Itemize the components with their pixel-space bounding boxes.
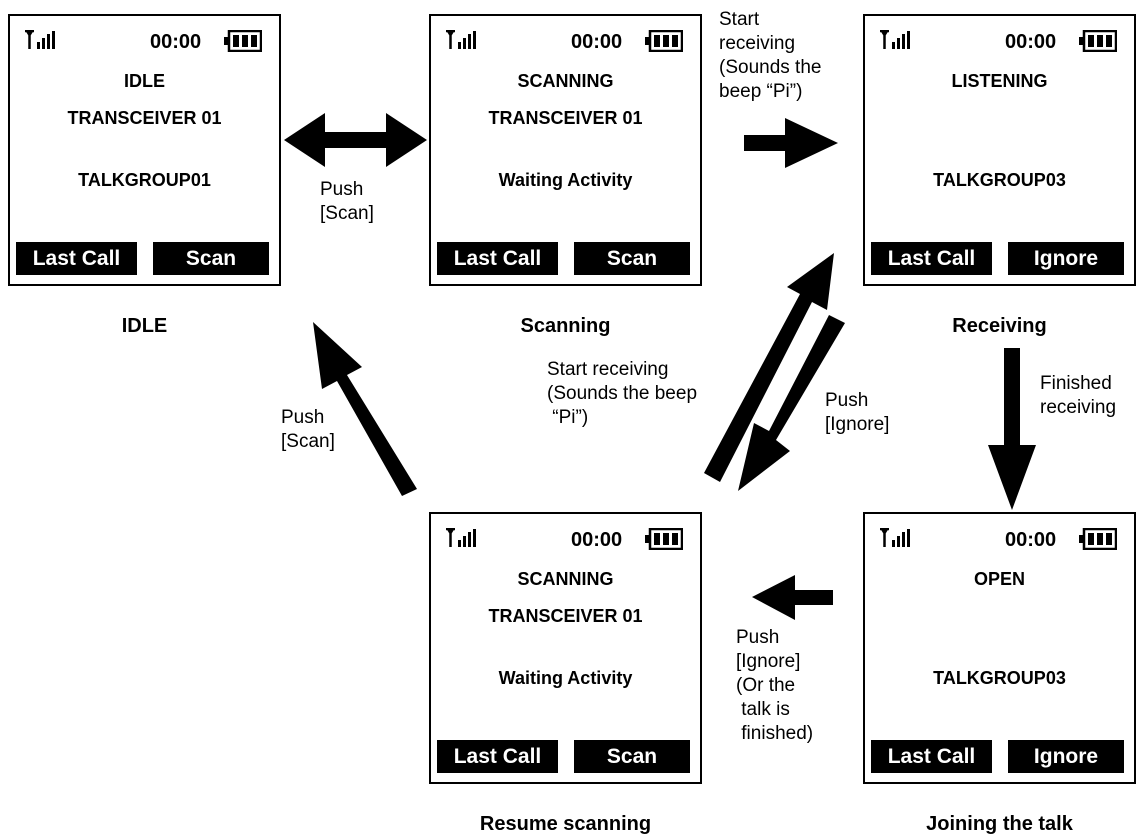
last-call-softkey[interactable]: Last Call [437, 242, 558, 275]
note-push-scan-left: Push [Scan] [281, 407, 335, 452]
arrow-resume-to-scanning [704, 253, 834, 482]
caption-resume-scanning: Resume scanning [479, 813, 652, 835]
battery-icon [1079, 528, 1117, 550]
last-call-softkey[interactable]: Last Call [437, 740, 558, 773]
last-call-softkey[interactable]: Last Call [871, 740, 992, 773]
note-push-ignore-bottom: Push [Ignore] (Or the talk is finished) [736, 627, 814, 744]
signal-strength-icon [880, 30, 910, 49]
activity-text: Waiting Activity [498, 668, 633, 688]
ignore-softkey[interactable]: Ignore [1008, 242, 1124, 275]
screen-idle: 00:00 IDLE TRANSCEIVER 01 TALKGROUP01 La… [8, 14, 281, 286]
note-push-ignore-mid: Push [Ignore] [825, 390, 890, 435]
battery-icon [1079, 30, 1117, 52]
double-arrow-idle-scanning [284, 113, 427, 167]
screen-status-text: SCANNING [517, 71, 614, 91]
screen-status-text: OPEN [973, 569, 1025, 589]
arrow-joining-to-resume [752, 575, 833, 620]
talkgroup-name: TALKGROUP03 [933, 668, 1066, 688]
last-call-softkey[interactable]: Last Call [16, 242, 137, 275]
arrow-receiving-to-joining [988, 348, 1036, 510]
battery-icon [645, 528, 683, 550]
clock: 00:00 [1005, 529, 1057, 551]
talkgroup-name: TALKGROUP03 [933, 170, 1066, 190]
screen-status-text: IDLE [123, 71, 165, 91]
clock: 00:00 [150, 31, 202, 53]
transceiver-name: TRANSCEIVER 01 [488, 606, 643, 626]
scan-softkey[interactable]: Scan [574, 242, 690, 275]
note-finished-receiving: Finished receiving [1040, 373, 1117, 418]
transceiver-name: TRANSCEIVER 01 [488, 108, 643, 128]
arrow-scanning-to-resume [738, 315, 845, 491]
screen-resume-scanning: 00:00 SCANNING TRANSCEIVER 01 Waiting Ac… [429, 512, 702, 784]
arrow-resume-to-idle [313, 322, 417, 496]
screen-status-text: LISTENING [951, 71, 1048, 91]
note-push-scan-top: Push [Scan] [320, 179, 374, 224]
battery-icon [224, 30, 262, 52]
last-call-softkey[interactable]: Last Call [871, 242, 992, 275]
clock: 00:00 [1005, 31, 1057, 53]
caption-idle: IDLE [121, 315, 168, 337]
screen-scanning: 00:00 SCANNING TRANSCEIVER 01 Waiting Ac… [429, 14, 702, 286]
note-start-receiving-top: Start receiving (Sounds the beep “Pi”) [719, 9, 822, 102]
arrow-scanning-to-receiving [744, 118, 838, 168]
screen-status-text: SCANNING [517, 569, 614, 589]
screen-joining: 00:00 OPEN TALKGROUP03 Last Call Ignore [863, 512, 1136, 784]
caption-joining-talk: Joining the talk [926, 813, 1073, 835]
scan-softkey[interactable]: Scan [574, 740, 690, 773]
caption-scanning: Scanning [520, 315, 611, 337]
battery-icon [645, 30, 683, 52]
signal-strength-icon [25, 30, 55, 49]
ignore-softkey[interactable]: Ignore [1008, 740, 1124, 773]
clock: 00:00 [571, 529, 623, 551]
signal-strength-icon [446, 30, 476, 49]
activity-text: Waiting Activity [498, 170, 633, 190]
transceiver-name: TRANSCEIVER 01 [67, 108, 222, 128]
clock: 00:00 [571, 31, 623, 53]
scan-softkey[interactable]: Scan [153, 242, 269, 275]
signal-strength-icon [880, 528, 910, 547]
screen-receiving: 00:00 LISTENING TALKGROUP03 Last Call Ig… [863, 14, 1136, 286]
signal-strength-icon [446, 528, 476, 547]
talkgroup-name: TALKGROUP01 [78, 170, 211, 190]
note-start-receiving-mid: Start receiving (Sounds the beep “Pi”) [547, 359, 698, 428]
caption-receiving: Receiving [952, 315, 1047, 337]
